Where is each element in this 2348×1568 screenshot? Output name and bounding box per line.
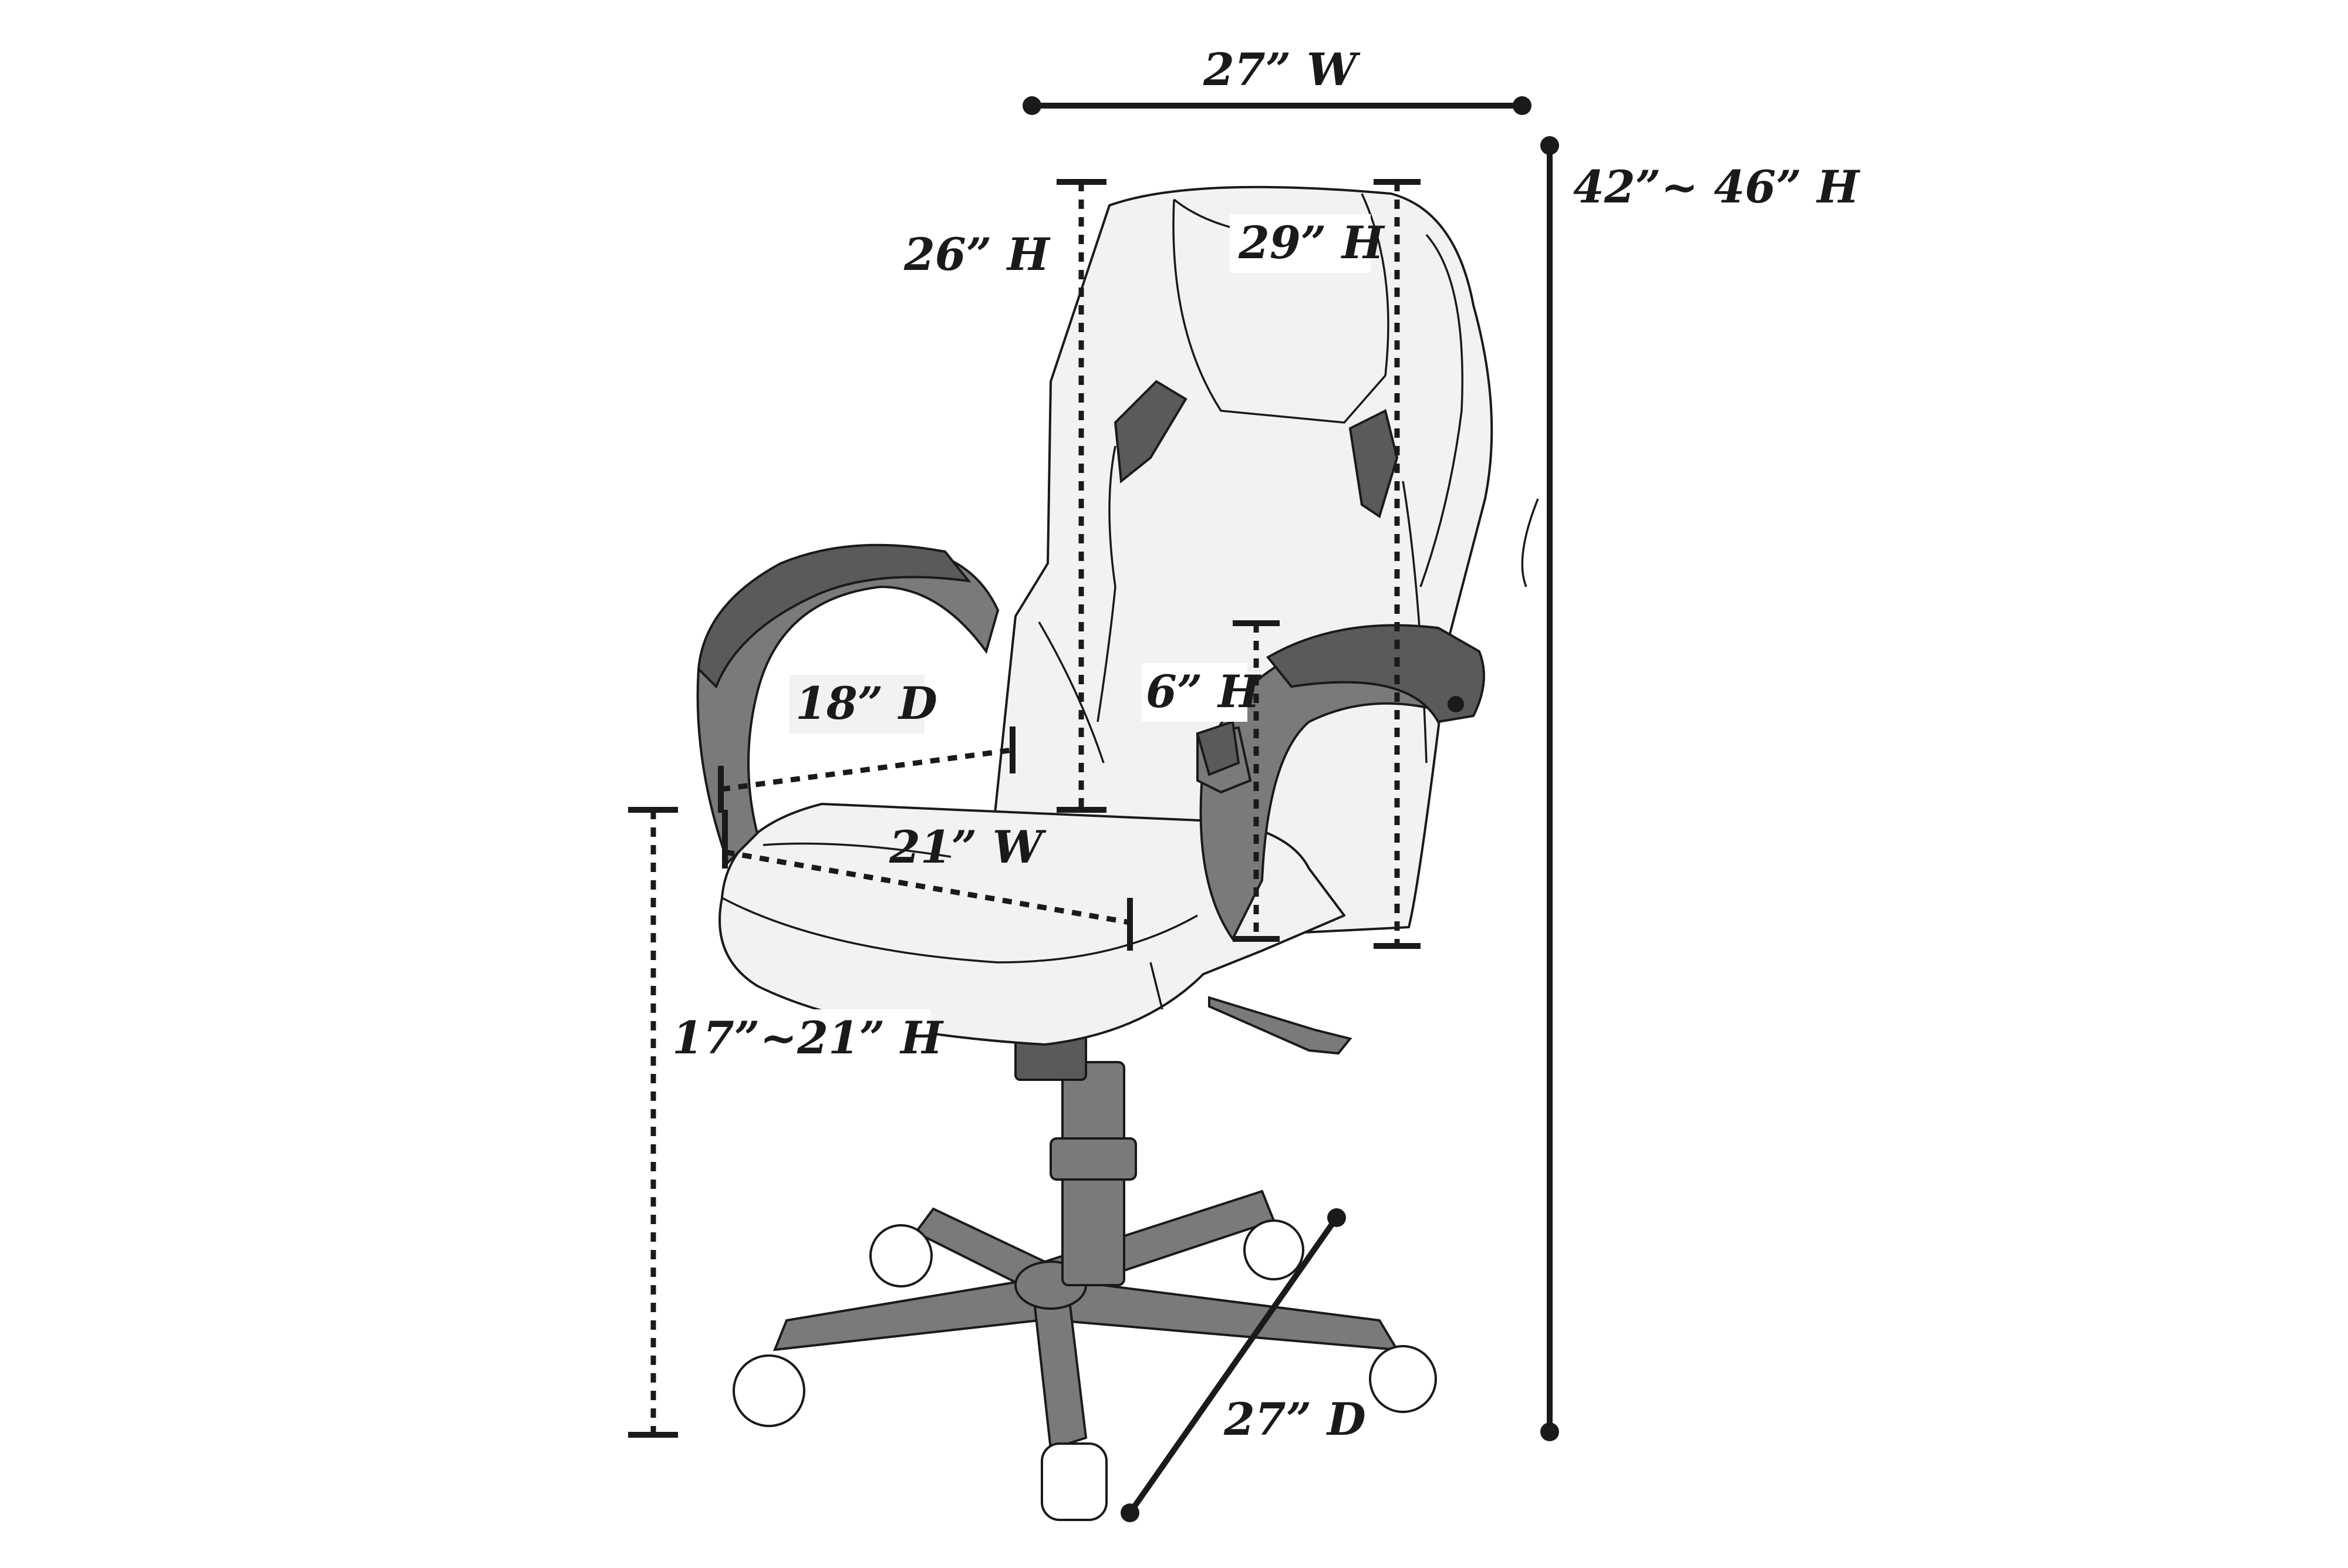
seat-depth-line bbox=[720, 747, 1013, 792]
chair-base bbox=[772, 1189, 1399, 1451]
height-adjust-lever bbox=[1208, 996, 1352, 1055]
seat-width-line bbox=[724, 849, 1131, 925]
base-depth-label: 27” D bbox=[1223, 1393, 1366, 1445]
gas-cylinder bbox=[1014, 1032, 1137, 1286]
seat-depth-label: 18” D bbox=[795, 677, 937, 729]
armrest-height-label: 6” H bbox=[1146, 665, 1261, 718]
base-depth-line bbox=[1127, 1216, 1340, 1515]
seat-cushion bbox=[718, 803, 1345, 1046]
seat-width-label: 21” W bbox=[889, 821, 1047, 873]
back-height-label: 26” H bbox=[903, 228, 1051, 281]
seat-height-label: 17”~21” H bbox=[672, 1012, 944, 1064]
overall-width-label: 27” W bbox=[1203, 43, 1361, 96]
right-armrest bbox=[1196, 624, 1485, 941]
overall-height-label: 42”~ 46” H bbox=[1573, 161, 1861, 213]
chair-casters bbox=[733, 1219, 1437, 1521]
back-height-headrest-label: 29” H bbox=[1238, 217, 1385, 269]
dimension-labels: 27” W 42”~ 46” H 26” H 29” H 6” H 18” D … bbox=[666, 43, 1861, 1445]
office-chair-illustration bbox=[696, 185, 1539, 1521]
dimension-lines bbox=[628, 96, 1559, 1522]
